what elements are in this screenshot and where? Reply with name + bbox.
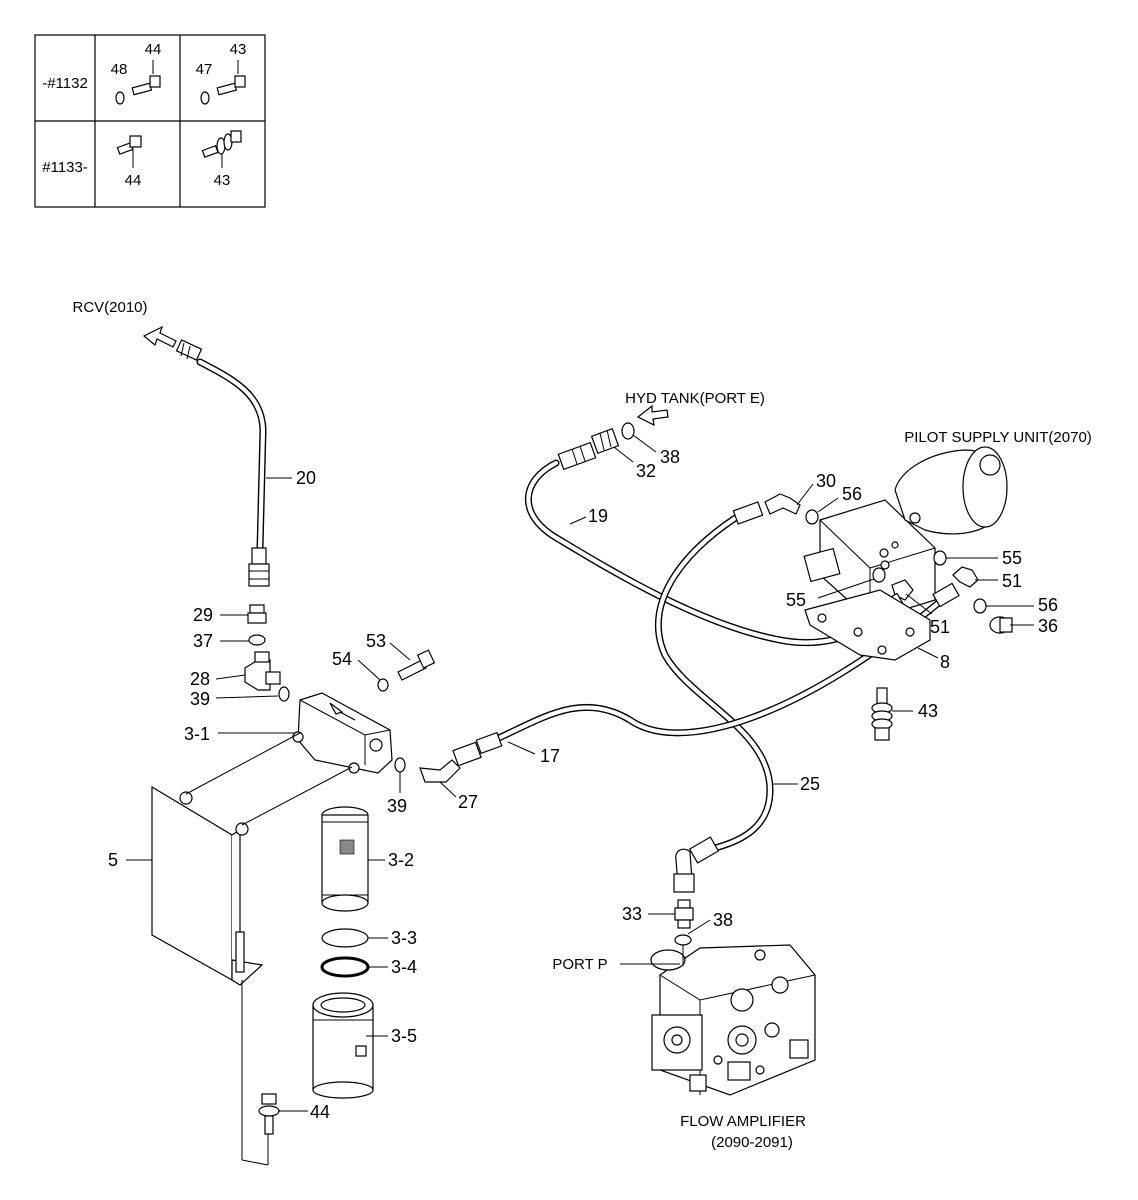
table-part-label: 48 [111, 61, 128, 78]
part-label-33: 33 [622, 904, 642, 924]
oring-56 [805, 509, 819, 525]
port-p-label: PORT P [552, 956, 607, 973]
bolt-washer-icon [201, 130, 242, 168]
part-label-38: 38 [660, 447, 680, 467]
filter-bowl-3-5 [312, 992, 374, 1099]
part-label-28: 28 [190, 669, 210, 689]
part-label-8: 8 [940, 652, 950, 672]
oring-55 [933, 550, 947, 566]
destination-pilot-supply-unit: PILOT SUPPLY UNIT(2070) [904, 429, 1092, 446]
adapter-29 [247, 604, 267, 624]
part-label-56: 56 [842, 484, 862, 504]
variant-table: -#1132 #1133- 48 44 47 43 44 43 [34, 34, 266, 208]
leader-lines [126, 434, 1034, 1112]
part-labels: 20 29 37 28 39 54 53 3-1 39 27 17 5 3-2 … [108, 447, 1058, 1122]
hyd-tank-arrow-icon [636, 404, 669, 427]
part-label-3-2: 3-2 [388, 850, 414, 870]
adapter-33 [674, 899, 694, 929]
oring-37 [248, 634, 266, 646]
tee-28 [244, 651, 281, 691]
destination-flow-amplifier-range: (2090-2091) [711, 1134, 793, 1151]
bracket-5 [151, 732, 353, 986]
part-label-51-b: 51 [930, 617, 950, 637]
part-label-44: 44 [310, 1102, 330, 1122]
elbow-30 [764, 493, 801, 515]
part-label-32: 32 [636, 461, 656, 481]
oring-38 [621, 422, 635, 440]
hose-end-fitting [557, 441, 597, 471]
part-label-30: 30 [816, 471, 836, 491]
washer-54 [377, 678, 389, 692]
part-label-43: 43 [918, 701, 938, 721]
plug-36 [989, 616, 1013, 634]
oring-56-b [973, 598, 987, 614]
oring-39-b [394, 757, 406, 773]
oring-3-4 [320, 956, 370, 978]
part-label-55-b: 55 [786, 590, 806, 610]
filter-element-3-2 [321, 806, 369, 912]
part-label-55: 55 [1002, 548, 1022, 568]
bolt-43 [871, 687, 893, 741]
part-label-20: 20 [296, 468, 316, 488]
part-label-51: 51 [1002, 571, 1022, 591]
part-label-3-4: 3-4 [391, 957, 417, 977]
table-row1-label: -#1132 [42, 75, 88, 92]
part-label-39-b: 39 [387, 796, 407, 816]
part-label-3-5: 3-5 [391, 1026, 417, 1046]
bolt-44 [241, 980, 280, 1166]
elbow-51 [952, 566, 979, 588]
hose-end-fitting [175, 339, 203, 361]
hose-end-fitting [732, 501, 764, 525]
filter-head-3-1 [292, 692, 393, 774]
hoses [196, 358, 952, 852]
pilot-supply-unit [803, 446, 1008, 621]
part-label-39: 39 [190, 689, 210, 709]
hose-end-fitting [673, 836, 720, 893]
bracket-8 [804, 589, 931, 661]
bolt-53 [397, 649, 436, 681]
oring-3-3 [321, 928, 369, 948]
table-part-label: 47 [196, 61, 213, 78]
table-row2-label: #1133- [42, 159, 88, 176]
part-label-3-1: 3-1 [184, 724, 210, 744]
elbow-27 [419, 731, 503, 783]
part-label-36: 36 [1038, 616, 1058, 636]
oring-55-b [872, 567, 886, 583]
part-label-37: 37 [193, 631, 213, 651]
table-part-label: 44 [125, 172, 142, 189]
washer-icon [200, 91, 210, 105]
oring-38-b [674, 934, 692, 946]
part-label-54: 54 [332, 649, 352, 669]
flow-amplifier [650, 944, 816, 1096]
table-part-label: 43 [214, 172, 231, 189]
part-label-29: 29 [193, 605, 213, 625]
part-label-25: 25 [800, 774, 820, 794]
rcv-arrow-icon [142, 325, 177, 348]
table-part-label: 44 [145, 41, 162, 58]
destination-hyd-tank: HYD TANK(PORT E) [625, 390, 765, 407]
bolt-icon [131, 60, 161, 96]
part-label-3-3: 3-3 [391, 928, 417, 948]
part-label-5: 5 [108, 850, 118, 870]
part-label-53: 53 [366, 631, 386, 651]
hose-end-fitting [248, 547, 270, 587]
oring-39 [278, 686, 290, 702]
part-label-38-b: 38 [713, 910, 733, 930]
adapter-32 [590, 428, 620, 454]
bolt-icon [216, 60, 246, 96]
part-label-56-b: 56 [1038, 595, 1058, 615]
part-label-17: 17 [540, 746, 560, 766]
part-label-19: 19 [588, 506, 608, 526]
part-label-27: 27 [458, 792, 478, 812]
washer-icon [115, 91, 125, 105]
destination-rcv: RCV(2010) [72, 299, 147, 316]
destination-flow-amplifier: FLOW AMPLIFIER [680, 1113, 806, 1130]
bolt-icon [116, 135, 142, 168]
table-part-label: 43 [230, 41, 247, 58]
